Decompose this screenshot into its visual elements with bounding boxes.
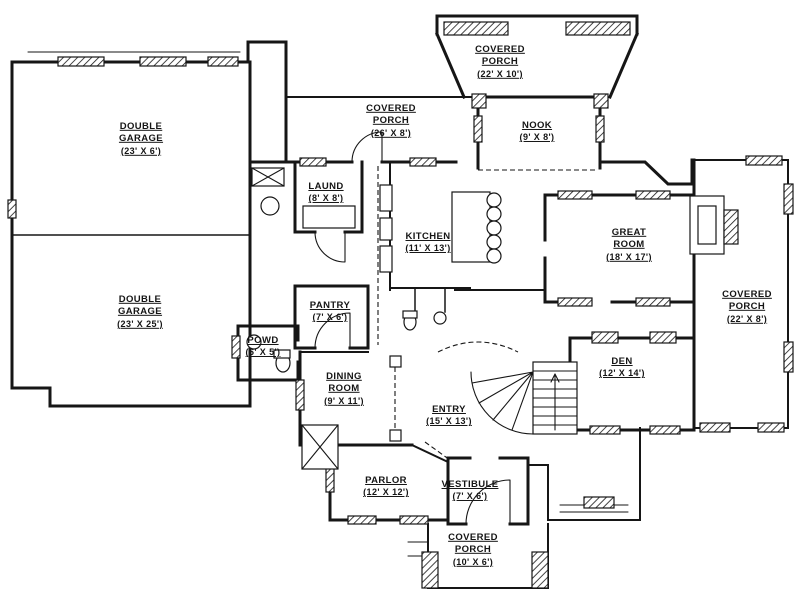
- den-window: [589, 425, 621, 435]
- right-porch-pillar: [783, 183, 794, 215]
- great-room-window: [635, 297, 671, 307]
- hall-bath-fixtures: [402, 310, 447, 331]
- walls-exterior: [10, 14, 696, 526]
- nook-corner-pillar: [593, 93, 609, 109]
- right-porch-pillar: [783, 341, 794, 373]
- toilet-tank: [402, 310, 418, 319]
- column: [389, 355, 402, 368]
- bottom-porch-pillar: [421, 551, 439, 589]
- minor-partitions: [11, 234, 446, 313]
- bar-scallop: [486, 234, 502, 250]
- door-swings: [314, 131, 511, 525]
- parlor-window: [347, 515, 377, 525]
- stair-direction-arrow: [550, 373, 560, 431]
- right-porch-pillar: [757, 422, 785, 433]
- garage-window: [57, 56, 105, 67]
- nook-window: [473, 115, 483, 143]
- bar-scallop: [486, 220, 502, 236]
- laundry-fixtures: [251, 167, 356, 229]
- dining-details: [301, 355, 402, 470]
- kitchen-appliance: [379, 184, 393, 212]
- great-room-window: [635, 190, 671, 200]
- wall-pantry-powder: [236, 284, 370, 382]
- wall-garage: [10, 40, 288, 408]
- sink-icon: [246, 334, 262, 350]
- kitchen-sink: [379, 217, 393, 241]
- top-porch-pillar: [443, 21, 509, 36]
- hall-dashed-line: [377, 166, 598, 461]
- den-window: [649, 425, 681, 435]
- great-room-window: [557, 297, 593, 307]
- sink-icon: [433, 311, 447, 325]
- island-counter: [451, 191, 491, 263]
- nook-corner-pillar: [471, 93, 487, 109]
- garage-side-window: [7, 199, 17, 219]
- water-heater: [260, 196, 280, 216]
- wall-nook: [476, 95, 694, 186]
- column: [389, 429, 402, 442]
- stair-radial-treads: [471, 371, 534, 431]
- staircase: [470, 361, 578, 435]
- powder-window: [231, 335, 241, 359]
- stair-curve: [470, 371, 534, 435]
- mud-window: [409, 157, 437, 167]
- kitchen-appliance: [379, 245, 393, 273]
- fireplace: [689, 195, 739, 255]
- den-window-box: [649, 331, 677, 344]
- bar-scallop: [486, 248, 502, 264]
- top-porch-pillar: [565, 21, 631, 36]
- walls-secondary: [11, 51, 789, 589]
- powder-fixtures: [246, 334, 291, 373]
- wall-den: [568, 336, 696, 432]
- door-arcs: [314, 131, 511, 525]
- mud-bench-cross: [251, 167, 285, 187]
- right-porch-pillar: [745, 155, 783, 166]
- bottom-porch-pillar: [531, 551, 549, 589]
- parlor-window: [399, 515, 429, 525]
- great-room-window: [557, 190, 593, 200]
- dining-window: [295, 379, 305, 411]
- toilet-tank: [273, 349, 291, 359]
- garage-window: [139, 56, 187, 67]
- steps-pillar: [583, 496, 615, 509]
- mud-window: [299, 157, 327, 167]
- window-seat-cross: [301, 424, 339, 470]
- chimney: [723, 209, 739, 245]
- wall-top-porch: [435, 14, 639, 99]
- eave-line: [27, 51, 629, 557]
- fireplace-box: [697, 205, 717, 245]
- bar-scallop: [486, 206, 502, 222]
- dashed-lines: [377, 166, 598, 461]
- bar-scallop: [486, 192, 502, 208]
- kitchen-island: [379, 184, 502, 273]
- den-window-box: [591, 331, 619, 344]
- nook-window: [595, 115, 605, 143]
- right-porch-pillar: [699, 422, 731, 433]
- wall-vestibule: [446, 456, 530, 526]
- windows-and-pillars: [7, 21, 794, 589]
- laundry-counter: [302, 205, 356, 229]
- garage-window: [207, 56, 239, 67]
